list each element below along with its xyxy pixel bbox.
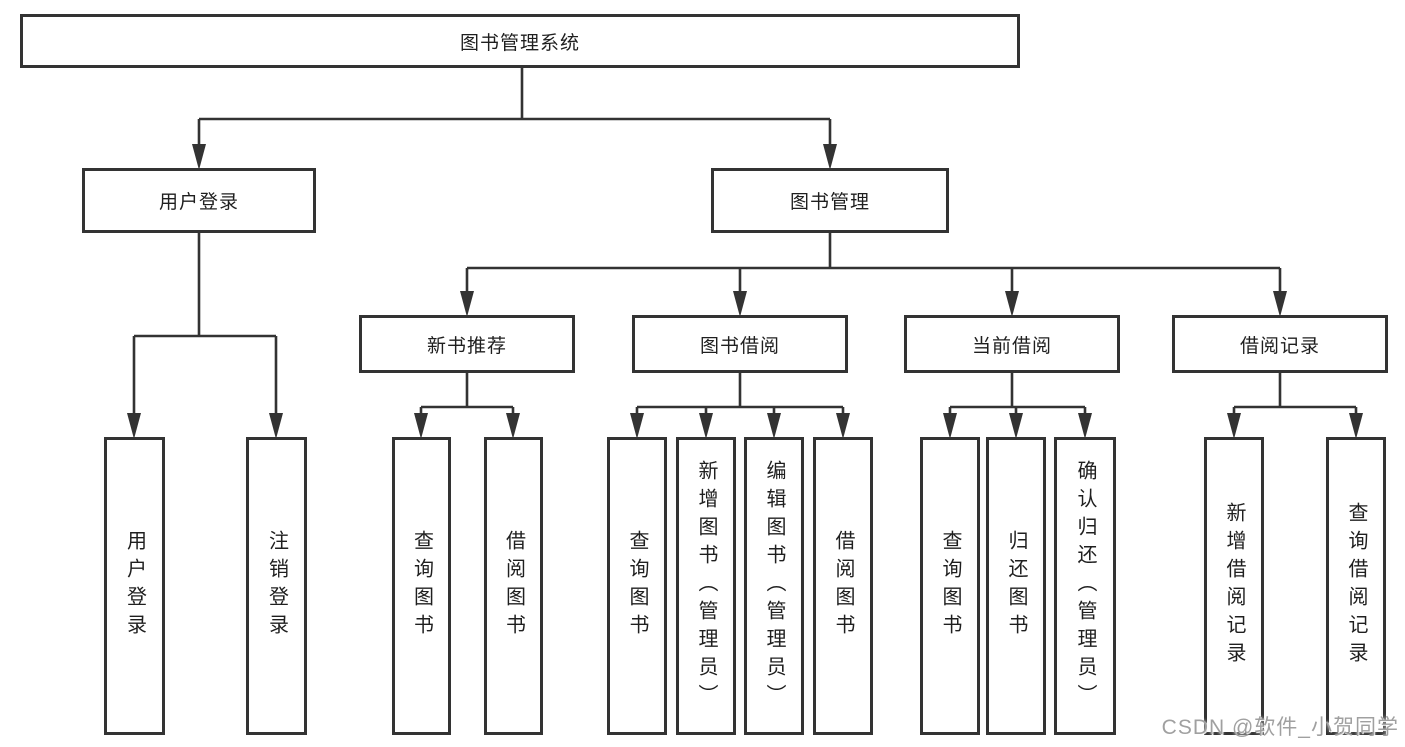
arrow-down-icon bbox=[733, 291, 747, 317]
node-label: 新增借阅记录 bbox=[1223, 502, 1245, 670]
arrow-down-icon bbox=[1078, 413, 1092, 439]
arrowheads bbox=[127, 144, 1363, 439]
arrow-down-icon bbox=[1005, 291, 1019, 317]
arrow-down-icon bbox=[1227, 413, 1241, 439]
node-new-book-recommend: 新书推荐 bbox=[359, 315, 575, 373]
connector-user-login-to-leaves bbox=[132, 233, 278, 415]
node-leaf-borrow-books: 借阅图书 bbox=[813, 437, 873, 735]
node-leaf-user-login: 用户登录 bbox=[104, 437, 165, 735]
node-label: 确认归还（管理员） bbox=[1074, 460, 1096, 712]
arrow-down-icon bbox=[823, 144, 837, 170]
node-root-system: 图书管理系统 bbox=[20, 14, 1020, 68]
node-user-login: 用户登录 bbox=[82, 168, 316, 233]
node-label: 新书推荐 bbox=[426, 335, 507, 357]
node-label: 查询借阅记录 bbox=[1345, 502, 1367, 670]
node-label: 图书管理 bbox=[789, 192, 870, 213]
node-book-borrowing: 图书借阅 bbox=[632, 315, 848, 373]
arrow-down-icon bbox=[767, 413, 781, 439]
node-label: 借阅记录 bbox=[1239, 335, 1320, 357]
arrow-down-icon bbox=[1349, 413, 1363, 439]
connector-current-borrowing-to-leaves bbox=[948, 373, 1087, 415]
node-borrowing-records: 借阅记录 bbox=[1172, 315, 1388, 373]
node-leaf-query-books-current: 查询图书 bbox=[920, 437, 980, 735]
node-leaf-query-books-recommend: 查询图书 bbox=[392, 437, 451, 735]
node-leaf-edit-books-admin: 编辑图书（管理员） bbox=[744, 437, 804, 735]
arrow-down-icon bbox=[269, 413, 283, 439]
arrow-down-icon bbox=[127, 413, 141, 439]
node-label: 新增图书（管理员） bbox=[695, 460, 717, 712]
node-label: 归还图书 bbox=[1005, 530, 1027, 642]
node-label: 借阅图书 bbox=[832, 530, 854, 642]
node-label: 用户登录 bbox=[123, 530, 146, 642]
node-label: 查询图书 bbox=[626, 530, 648, 642]
node-book-management: 图书管理 bbox=[711, 168, 949, 233]
arrow-down-icon bbox=[836, 413, 850, 439]
arrow-down-icon bbox=[699, 413, 713, 439]
connector-borrowing-records-to-leaves bbox=[1232, 373, 1358, 415]
node-label: 查询图书 bbox=[410, 530, 433, 642]
watermark: CSDN @软件_小贺同学 bbox=[1161, 716, 1399, 739]
arrow-down-icon bbox=[1009, 413, 1023, 439]
node-leaf-query-borrow-record: 查询借阅记录 bbox=[1326, 437, 1386, 735]
node-label: 注销登录 bbox=[265, 530, 288, 642]
node-leaf-borrow-books-recommend: 借阅图书 bbox=[484, 437, 543, 735]
arrow-down-icon bbox=[506, 413, 520, 439]
connector-book-management-to-groups bbox=[465, 233, 1282, 294]
node-label: 当前借阅 bbox=[971, 335, 1052, 357]
node-label: 图书管理系统 bbox=[459, 32, 580, 54]
arrow-down-icon bbox=[943, 413, 957, 439]
node-leaf-logout: 注销登录 bbox=[246, 437, 307, 735]
arrow-down-icon bbox=[460, 291, 474, 317]
arrow-down-icon bbox=[630, 413, 644, 439]
connector-new-book-recommend-to-leaves bbox=[419, 373, 515, 415]
node-label: 编辑图书（管理员） bbox=[763, 460, 785, 712]
node-label: 图书借阅 bbox=[699, 335, 780, 357]
node-label: 用户登录 bbox=[158, 192, 239, 213]
node-leaf-add-books-admin: 新增图书（管理员） bbox=[676, 437, 736, 735]
arrow-down-icon bbox=[1273, 291, 1287, 317]
node-label: 查询图书 bbox=[939, 530, 961, 642]
node-leaf-return-books: 归还图书 bbox=[986, 437, 1046, 735]
node-leaf-add-borrow-record: 新增借阅记录 bbox=[1204, 437, 1264, 735]
connector-root-to-level1 bbox=[197, 68, 832, 146]
node-leaf-confirm-return-admin: 确认归还（管理员） bbox=[1054, 437, 1116, 735]
connector-strokes bbox=[132, 68, 1358, 415]
node-label: 借阅图书 bbox=[502, 530, 525, 642]
arrow-down-icon bbox=[414, 413, 428, 439]
arrow-down-icon bbox=[192, 144, 206, 170]
connector-book-borrowing-to-leaves bbox=[635, 373, 845, 415]
node-current-borrowing: 当前借阅 bbox=[904, 315, 1120, 373]
node-leaf-query-books-borrowing: 查询图书 bbox=[607, 437, 667, 735]
